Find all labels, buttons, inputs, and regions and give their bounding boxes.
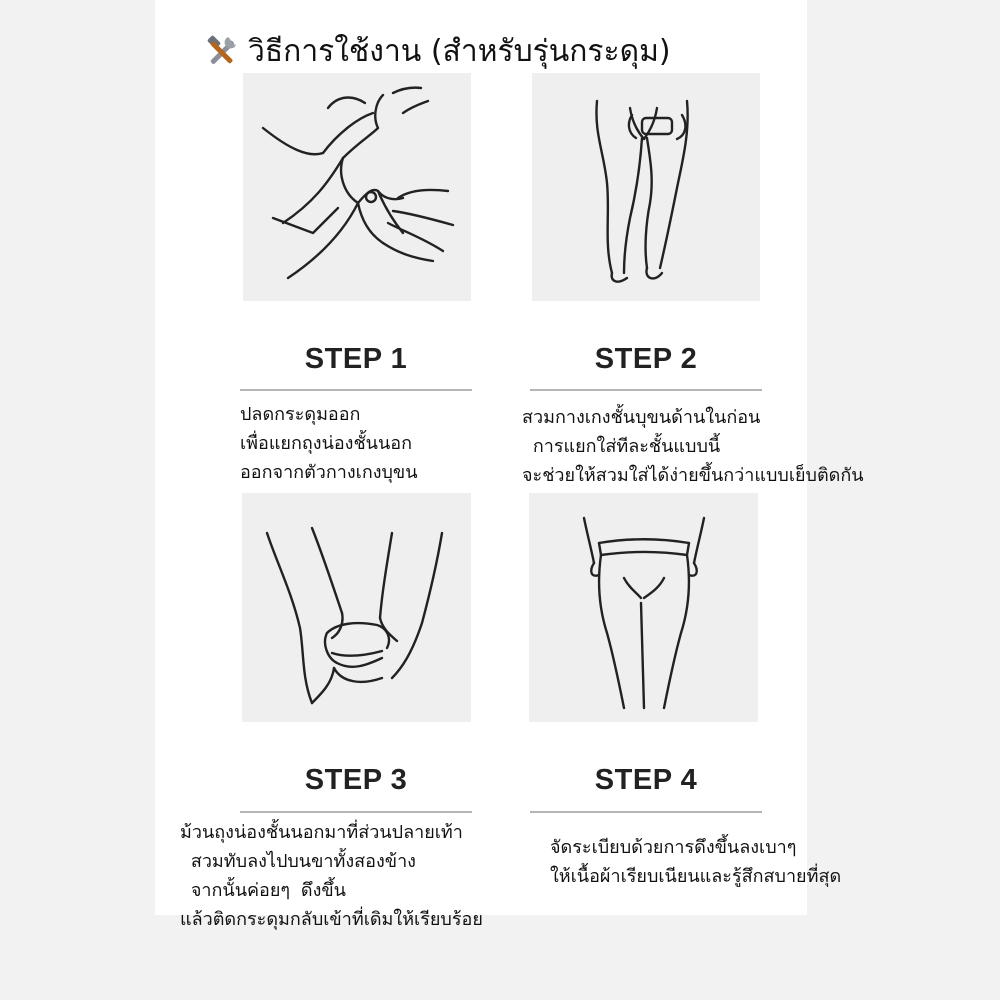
step-2-divider (530, 389, 762, 391)
page-title: วิธีการใช้งาน (สำหรับรุ่นกระดุม) (204, 28, 671, 75)
step-1-illustration (243, 73, 471, 301)
step-4-illustration (529, 493, 758, 722)
step-3-illustration (242, 493, 471, 722)
page-title-text: วิธีการใช้งาน (สำหรับรุ่นกระดุม) (248, 34, 671, 69)
step-4-divider (530, 811, 762, 813)
hammer-wrench-icon (204, 34, 240, 70)
step-2-label: STEP 2 (594, 343, 698, 375)
step-2-illustration (532, 73, 760, 301)
step-1-label: STEP 1 (304, 343, 408, 375)
step-4-description: จัดระเบียบด้วยการดึงขึ้นลงเบาๆ ให้เนื้อผ… (550, 837, 842, 887)
step-1-divider (240, 389, 472, 391)
step-3-description: ม้วนถุงน่องชั้นนอกมาที่ส่วนปลายเท้า สวมท… (180, 822, 483, 930)
step-3-label: STEP 3 (304, 764, 408, 796)
step-1-description: ปลดกระดุมออก เพื่อแยกถุงน่องชั้นนอก ออกจ… (240, 404, 418, 483)
step-3-divider (240, 811, 472, 813)
step-4-label: STEP 4 (594, 764, 698, 796)
step-2-description: สวมกางเกงชั้นบุขนด้านในก่อน การแยกใส่ทีล… (522, 407, 864, 486)
